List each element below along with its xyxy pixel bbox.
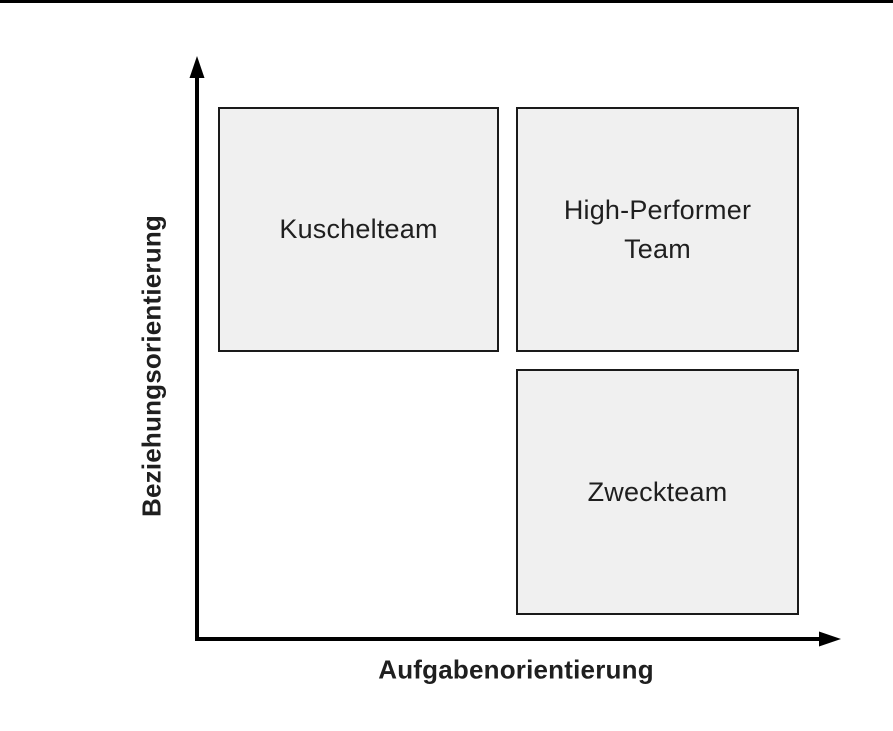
x-axis-arrowhead-icon (819, 631, 841, 647)
quadrant-kuschelteam: Kuschelteam (218, 107, 499, 352)
quadrant-label: Kuschelteam (279, 214, 438, 244)
quadrant-label: High-Performer Team (563, 194, 752, 264)
quadrant-label: Zweckteam (587, 476, 728, 507)
x-axis-label: Aufgabenorientierung (378, 654, 654, 685)
quadrant-zweckteam: Zweckteam (516, 369, 799, 615)
y-axis-arrowhead-icon (189, 56, 205, 78)
y-axis-label: Beziehungsorientierung (136, 215, 167, 517)
top-divider-rule (0, 0, 893, 3)
quadrant-high-performer-team: High-Performer Team (516, 107, 799, 352)
